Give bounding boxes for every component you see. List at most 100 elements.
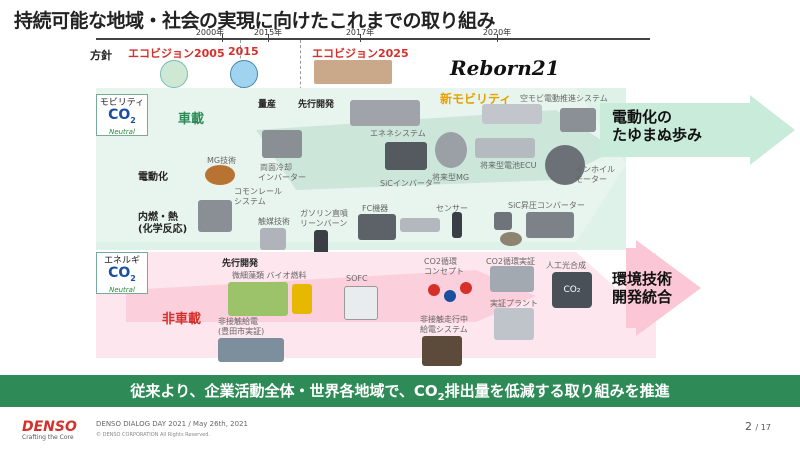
future-mg-icon [435, 132, 467, 168]
policy-label: 方針 [90, 49, 112, 62]
year-label: 2020年 [482, 28, 512, 37]
co2-cycle-label-1: CO2循環 [424, 257, 457, 266]
gasoline-injection-label-1: ガソリン直噴 [300, 209, 348, 218]
sic-chip-icon [494, 212, 512, 230]
driving-charge-coil-icon [422, 336, 462, 366]
e-system-label: エネネシステム [370, 129, 426, 138]
mobility-result-line2: たゆまぬ歩み [612, 126, 703, 144]
eco-vision-2025: エコビジョン2025 [312, 47, 409, 60]
copyright: © DENSO CORPORATION All Rights Reserved. [96, 432, 210, 438]
sensor-icon [452, 212, 462, 238]
air-mobility-drone-icon [482, 104, 542, 124]
driving-charge-label-2: 給電システム [420, 325, 468, 334]
catalyst-icon [260, 228, 286, 250]
mobility-category-label: モビリティ [99, 98, 145, 108]
electrification-row-label: 電動化 [138, 172, 168, 183]
co2-cycle-label-2: コンセプト [424, 267, 464, 276]
fc-device-icon [358, 214, 396, 240]
mobility-result: 電動化の たゆまぬ歩み [612, 108, 702, 144]
summary-text-pre: 従来より、企業活動全体・世界各地域で、CO [130, 382, 438, 400]
dual-inverter-icon [262, 130, 302, 158]
mg-tech-label: MG技術 [207, 156, 237, 165]
molecule-atom-icon [428, 284, 440, 296]
sensor-probe-icon [400, 218, 440, 232]
co2-cycle-demo-icon [490, 266, 534, 292]
air-mobility-motor-icon [560, 108, 596, 132]
co2-cycle-molecule-icon [424, 280, 478, 310]
energy-result-line1: 環境技術 [612, 270, 673, 288]
dual-inverter-label-1: 両面冷却 [260, 163, 292, 172]
biofuel-bottle-icon [292, 284, 312, 314]
driving-charge-label-1: 非接触走行中 [420, 315, 468, 324]
in-wheel-motor-label-2: モーター [575, 175, 607, 184]
mobility-result-line1: 電動化の [612, 108, 673, 126]
mg-coil-icon [205, 165, 235, 185]
energy-category-box: エネルギ CO2 Neutral [96, 252, 148, 294]
common-rail-icon [198, 200, 232, 232]
co2-cycle-demo-label: CO2循環実証 [486, 257, 535, 266]
air-mobility-label: 空モビ電動推進システム [520, 94, 608, 103]
in-wheel-motor-label-1: インホイル [575, 165, 615, 174]
advanced-dev-label: 先行開発 [298, 100, 335, 110]
future-mg-label: 将来型MG [432, 173, 470, 182]
globe-icon [230, 60, 258, 88]
timeline-divider [300, 40, 301, 100]
brand-tagline: Crafting the Core [22, 434, 74, 441]
summary-banner [0, 375, 800, 407]
common-rail-label-2: システム [234, 197, 266, 206]
future-battery-ecu-label: 将来型電池ECU [480, 161, 537, 170]
injector-icon [314, 230, 328, 256]
timeline-tick [222, 34, 223, 42]
year-label: 2017年 [345, 28, 375, 37]
demo-plant-label: 実証プラント [490, 299, 538, 308]
neutral-label: Neutral [109, 285, 135, 294]
energy-category-label: エネルギ [103, 256, 140, 266]
energy-result: 環境技術 開発統合 [612, 270, 672, 306]
catalyst-label: 触媒技術 [258, 217, 290, 226]
co2-neutral-icon: CO2 [97, 266, 147, 286]
summary-text-post: 排出量を低減する取り組みを推進 [444, 382, 670, 400]
fc-device-label: FC機器 [362, 204, 389, 213]
sic-boost-converter-icon [526, 212, 574, 238]
page-current: 2 [745, 420, 752, 433]
co2-neutral-icon: CO2 [97, 108, 147, 128]
in-wheel-motor-icon [545, 145, 585, 185]
new-mobility-label: 新モビリティ [440, 92, 512, 106]
sofc-label: SOFC [346, 274, 368, 283]
mass-production-label: 量産 [258, 100, 277, 110]
co2-label: CO [108, 265, 131, 281]
artificial-photosynthesis-label: 人工光合成 [546, 261, 586, 270]
co2-label: CO [108, 107, 131, 123]
e-system-icon [350, 100, 420, 126]
timeline-axis [96, 38, 650, 40]
vision-2015: 2015 [228, 45, 259, 58]
molecule-atom-icon [460, 282, 472, 294]
gasoline-injection-label-2: リーンバーン [300, 219, 348, 228]
year-label: 2000年 [195, 28, 225, 37]
in-vehicle-label: 車載 [178, 112, 205, 127]
event-info: DENSO DIALOG DAY 2021 / May 26th, 2021 [96, 420, 248, 428]
energy-advanced-dev-label: 先行開発 [222, 259, 259, 269]
non-contact-charging-icon [218, 338, 284, 362]
neutral-label: Neutral [109, 127, 135, 136]
timeline-tick [268, 34, 269, 42]
sensor-label: センサー [436, 204, 468, 213]
combustion-row-label: 内燃・熱 [138, 212, 178, 223]
summary-message: 従来より、企業活動全体・世界各地域で、CO2排出量を低減する取り組みを推進 [0, 375, 800, 407]
sic-inverter-label: SiCインバーター [380, 179, 441, 188]
year-label: 2015年 [253, 28, 283, 37]
algae-biofuel-icon [228, 282, 288, 316]
common-rail-label-1: コモンレール [234, 187, 282, 196]
dual-inverter-label-2: インバーター [258, 173, 306, 182]
page-total: / 17 [755, 423, 771, 432]
eco-vision-2025-people-icon [314, 60, 392, 84]
summary-text-sub: 2 [437, 392, 445, 403]
algae-biofuel-label: 微細藻類 バイオ燃料 [232, 271, 307, 280]
sofc-unit-icon [344, 286, 378, 320]
demo-plant-icon [494, 308, 534, 340]
artificial-photosynthesis-icon: CO₂ [552, 272, 592, 308]
mobility-result-arrow [600, 95, 795, 165]
reborn21-logo: Reborn21 [450, 56, 560, 80]
off-vehicle-label: 非車載 [162, 312, 202, 327]
non-contact-label-2: (豊田市実証) [218, 327, 265, 336]
